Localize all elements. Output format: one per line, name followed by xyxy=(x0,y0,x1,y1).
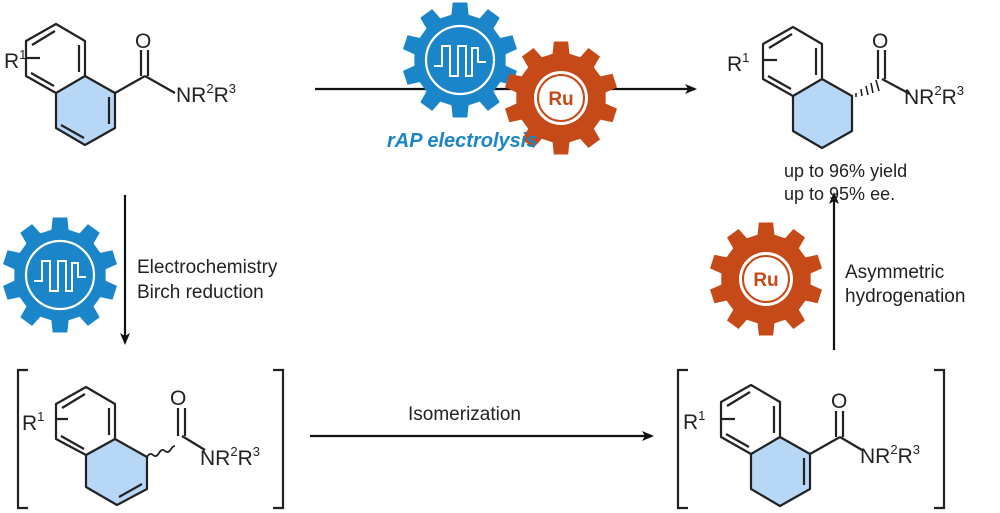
gear-body xyxy=(403,2,517,118)
gear-center xyxy=(739,252,793,306)
gear-ring xyxy=(24,239,96,311)
bracket-right xyxy=(934,368,946,510)
bracket-right xyxy=(273,368,285,510)
isomerization-label: Isomerization xyxy=(408,404,521,425)
oxygen-label: O xyxy=(872,30,888,53)
electrochemistry-gear-icon xyxy=(3,217,117,333)
birch-label-line1: Electrochemistry xyxy=(137,257,278,278)
product: O NR2R3 R1 xyxy=(727,25,964,150)
birch-label-line2: Birch reduction xyxy=(137,282,264,303)
ee-text: up to 95% ee. xyxy=(784,184,896,204)
gear-ring xyxy=(742,255,790,303)
bonds xyxy=(54,385,206,507)
amide-label: NR2R3 xyxy=(860,442,920,468)
bracket-left xyxy=(16,368,28,510)
ring-fill xyxy=(793,79,852,148)
ring-fill xyxy=(56,76,115,145)
r1-label: R1 xyxy=(4,47,26,73)
r1-label: R1 xyxy=(683,408,705,434)
amide-label: NR2R3 xyxy=(176,81,236,107)
oxygen-label: O xyxy=(831,390,847,413)
hydrogenation-label-line2: hydrogenation xyxy=(845,286,966,307)
gear-center xyxy=(534,71,588,125)
bracket-left xyxy=(676,368,688,510)
bonds xyxy=(761,25,911,150)
ring-fill xyxy=(86,439,147,505)
yield-text: up to 96% yield xyxy=(784,161,908,181)
gear-ring xyxy=(424,24,496,96)
starting-material: O NR2R3 R1 xyxy=(4,22,236,147)
ring-fill xyxy=(751,437,810,506)
wavy-bond xyxy=(146,445,176,458)
oxygen-label: O xyxy=(170,387,186,410)
hydrogenation-label-line1: Asymmetric xyxy=(845,262,945,283)
ru-label-hydrogenation: Ru xyxy=(753,270,778,291)
ru-label-top: Ru xyxy=(548,89,573,110)
ru-gear-icon xyxy=(505,41,617,155)
square-wave-icon xyxy=(434,45,486,77)
gear-ring xyxy=(537,74,585,122)
rap-electrolysis-label: rAP electrolysis xyxy=(387,130,538,152)
intermediate-2: O NR2R3 R1 xyxy=(676,368,946,510)
gear-body xyxy=(3,217,117,333)
hashed-wedge-bond xyxy=(855,79,880,97)
ru-hydrogenation-gear-icon xyxy=(710,222,822,336)
intermediate-1: O NR2R3 R1 xyxy=(16,368,285,510)
r1-label: R1 xyxy=(727,50,749,76)
square-wave-icon xyxy=(34,260,86,292)
amide-label: NR2R3 xyxy=(904,83,964,109)
r1-label: R1 xyxy=(22,409,44,435)
oxygen-label: O xyxy=(135,30,151,53)
electrolysis-gear-icon xyxy=(403,2,517,118)
bonds xyxy=(24,22,176,147)
bonds xyxy=(719,383,863,508)
amide-label: NR2R3 xyxy=(200,444,260,470)
